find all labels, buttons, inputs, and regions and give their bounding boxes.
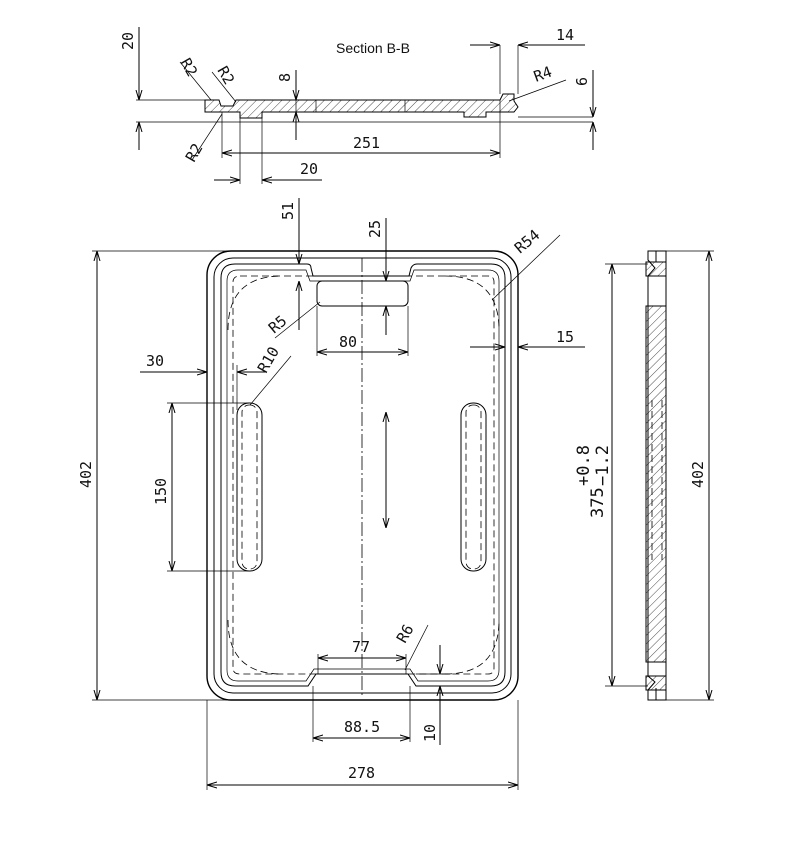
dim-top-77: 77 — [352, 638, 370, 656]
dim-sec-251: 251 — [353, 134, 380, 152]
dim-sec-r4: R4 — [531, 63, 554, 86]
dim-top-r5: R5 — [265, 312, 290, 337]
tray-outer-outline — [206, 250, 519, 701]
dim-top-150: 150 — [152, 478, 170, 505]
right-slot — [460, 402, 487, 572]
dim-sec-r2-a: R2 — [177, 55, 202, 80]
dim-sec-r2-b: R2 — [214, 63, 239, 88]
dim-top-30: 30 — [146, 352, 164, 370]
dim-top-25: 25 — [366, 220, 384, 238]
dim-top-80: 80 — [339, 333, 357, 351]
dim-sec-20-left: 20 — [119, 32, 137, 50]
dim-top-278: 278 — [348, 764, 375, 782]
dim-top-10: 10 — [421, 724, 439, 742]
tray-inner-wall — [220, 263, 506, 687]
top-view: 402 51 25 R54 R5 80 15 30 R10 — [77, 198, 585, 790]
dim-side-tol-plus: +0.8 — [574, 445, 594, 486]
dim-side-402: 402 — [689, 461, 707, 488]
dim-sec-8: 8 — [276, 73, 294, 82]
section-body — [204, 93, 519, 119]
dim-top-r6: R6 — [393, 621, 418, 646]
dim-side-tol-minus: −1.2 — [593, 445, 613, 486]
handle-slot — [316, 280, 409, 307]
section-title: Section B-B — [336, 40, 410, 56]
section-view: Section B-B 20 R2 R2 R2 8 14 R — [119, 26, 593, 184]
side-view: 375 +0.8 −1.2 402 — [574, 250, 714, 701]
dim-top-r54: R54 — [511, 226, 543, 257]
dim-top-15: 15 — [556, 328, 574, 346]
dim-sec-14: 14 — [556, 26, 574, 44]
left-slot — [236, 402, 263, 572]
dim-sec-20-bottom: 20 — [300, 160, 318, 178]
dim-top-402: 402 — [77, 461, 95, 488]
dim-top-88-5: 88.5 — [344, 718, 380, 736]
dim-top-51: 51 — [279, 202, 297, 220]
side-hatch — [645, 305, 667, 663]
dim-sec-6: 6 — [573, 77, 591, 86]
dim-side-375: 375 — [588, 487, 608, 518]
